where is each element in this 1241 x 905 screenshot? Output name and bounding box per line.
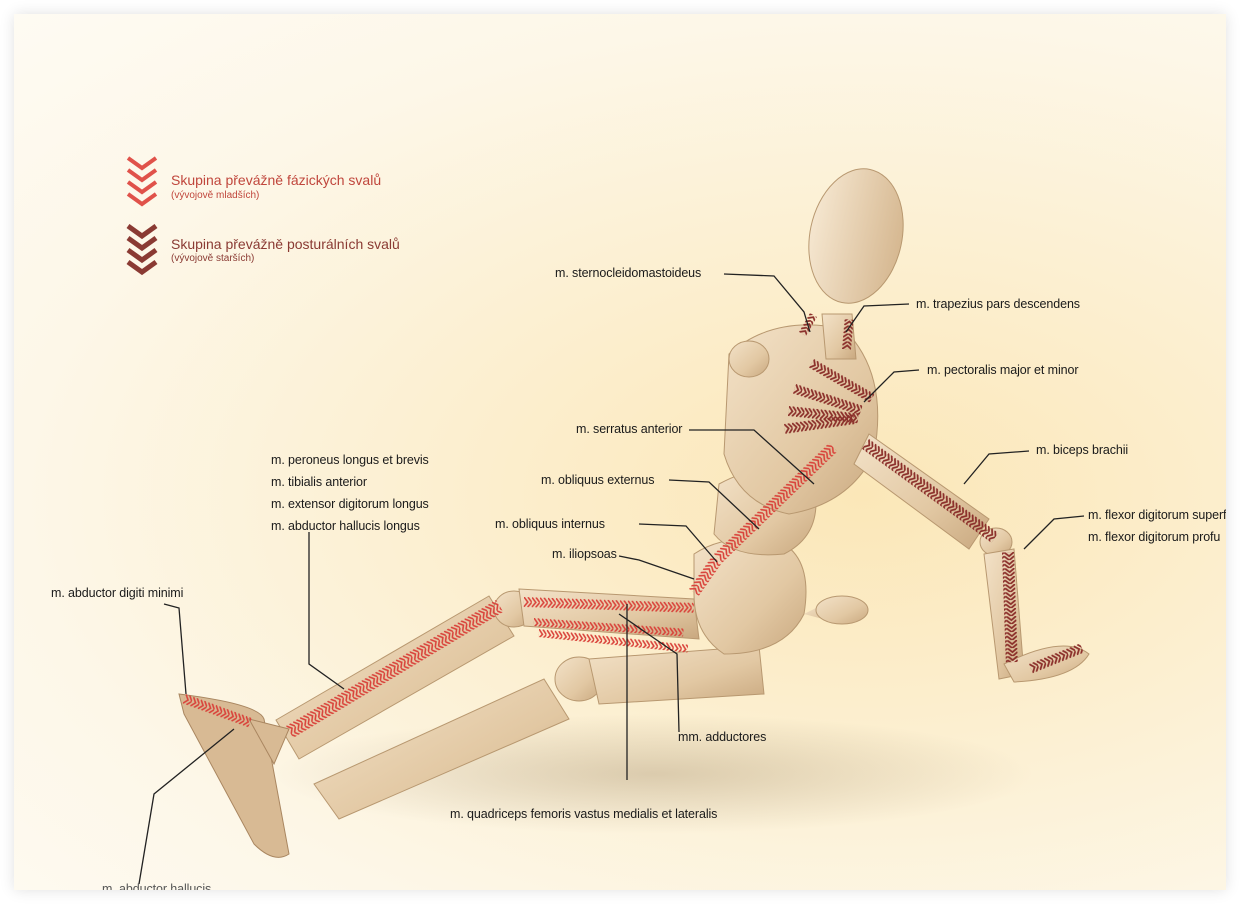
label-abductor-hallucis: m. abductor hallucis — [102, 882, 211, 890]
label-tibialis-anterior: m. tibialis anterior — [271, 475, 367, 489]
label-peroneus: m. peroneus longus et brevis — [271, 453, 429, 467]
label-extensor-digitorum: m. extensor digitorum longus — [271, 497, 429, 511]
label-obliquus-internus: m. obliquus internus — [495, 517, 605, 531]
label-biceps-brachii: m. biceps brachii — [1036, 443, 1128, 457]
label-obliquus-externus: m. obliquus externus — [541, 473, 654, 487]
legend-postural-title: Skupina převážně posturálních svalů — [171, 236, 400, 252]
label-adductores: mm. adductores — [678, 730, 766, 744]
label-flexor-digitorum-superficialis: m. flexor digitorum superf — [1088, 508, 1226, 522]
legend-phasic-title: Skupina převážně fázických svalů — [171, 172, 381, 188]
label-sternocleidomastoideus: m. sternocleidomastoideus — [555, 266, 701, 280]
diagram-page: Skupina převážně fázických svalů (vývojo… — [14, 14, 1226, 890]
label-trapezius: m. trapezius pars descendens — [916, 297, 1080, 311]
legend-phasic-subtitle: (vývojově mladších) — [171, 190, 259, 201]
label-abductor-digiti-minimi: m. abductor digiti minimi — [51, 586, 183, 600]
label-iliopsoas: m. iliopsoas — [552, 547, 617, 561]
label-serratus-anterior: m. serratus anterior — [576, 422, 682, 436]
phasic-chevron-icon — [126, 156, 158, 208]
label-flexor-digitorum-profundus: m. flexor digitorum profu — [1088, 530, 1220, 544]
legend-postural-subtitle: (vývojově starších) — [171, 253, 254, 264]
label-quadriceps: m. quadriceps femoris vastus medialis et… — [450, 807, 717, 821]
label-pectoralis: m. pectoralis major et minor — [927, 363, 1078, 377]
label-abductor-hallucis-longus: m. abductor hallucis longus — [271, 519, 420, 533]
postural-chevron-icon — [126, 224, 158, 278]
